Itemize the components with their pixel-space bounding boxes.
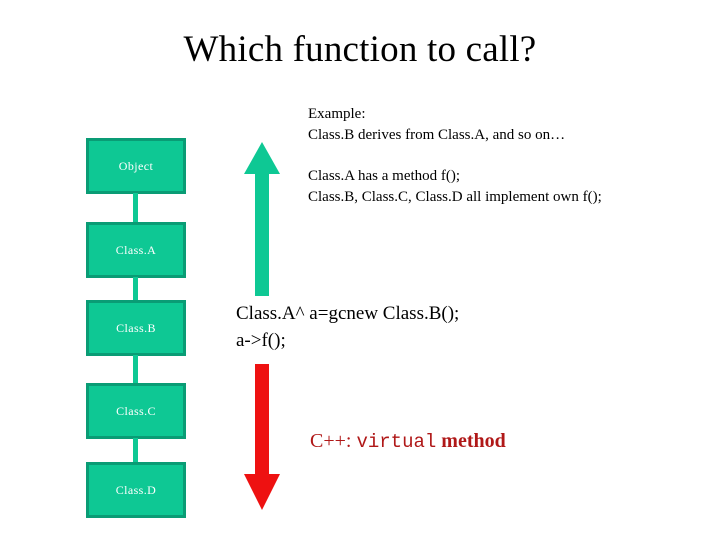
class-box-classb: Class.B [86,300,186,356]
hierarchy-connector [133,193,138,223]
code-line-2: a->f(); [236,330,286,351]
example-line: Class.B derives from Class.A, and so on… [308,127,566,143]
class-box-label: Class.C [116,403,156,418]
class-box-classd: Class.D [86,462,186,518]
page-title: Which function to call? [183,29,537,70]
cpp-note-prefix: C++: [310,430,357,452]
cpp-note-keyword: virtual [356,431,437,453]
down-arrow-icon [228,362,298,512]
hierarchy-connector [133,355,138,384]
class-box-label: Class.D [115,482,157,497]
example-text-block: Example: Class.B derives from Class.A, a… [308,104,708,146]
cpp-virtual-method-note: C++: virtual method [310,428,506,455]
code-line-1: Class.A^ a=gcnew Class.B(); [236,303,460,324]
class-box-object: Object [86,138,186,194]
example-heading: Example: [308,106,366,122]
method-line-2: Class.B, Class.C, Class.D all implement … [308,189,602,205]
cpp-note-suffix: method [436,430,506,452]
class-box-label: Object [118,158,154,173]
hierarchy-connector [133,438,138,463]
method-line-1: Class.A has a method f(); [308,168,461,184]
method-text-block: Class.A has a method f(); Class.B, Class… [308,166,712,208]
class-box-classa: Class.A [86,222,186,278]
up-arrow-icon [228,140,298,298]
hierarchy-connector [133,277,138,301]
class-box-classc: Class.C [86,383,186,439]
code-sample-block: Class.A^ a=gcnew Class.B(); a->f(); [236,300,556,354]
class-box-label: Class.B [116,320,156,335]
class-box-label: Class.A [115,242,157,257]
